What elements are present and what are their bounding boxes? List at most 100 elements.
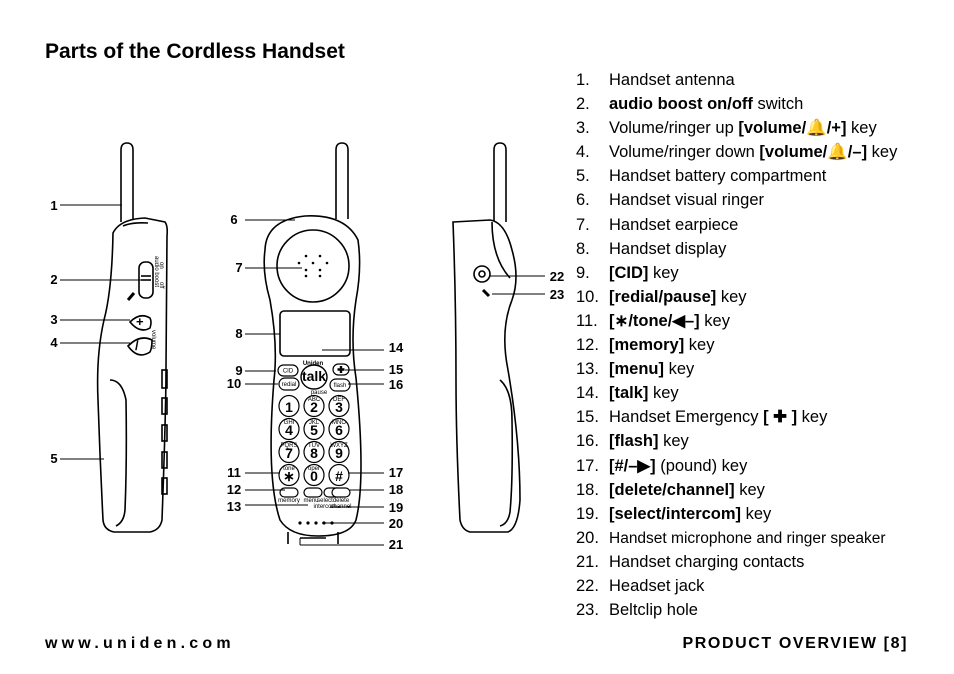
earpiece-hole xyxy=(318,254,322,258)
select-label: select xyxy=(317,498,333,504)
part-number: 4. xyxy=(576,143,590,162)
callout-2: 2 xyxy=(50,272,57,287)
part-text: Handset charging contacts xyxy=(609,552,805,571)
star-key: ∗tone xyxy=(278,463,300,487)
volume-down-key xyxy=(126,337,153,356)
part-number: 5. xyxy=(576,167,590,186)
delete-label: delete xyxy=(333,498,350,504)
callout-16: 16 xyxy=(389,377,403,392)
callout-13: 13 xyxy=(227,499,241,514)
headset-jack xyxy=(473,265,491,283)
microphone-hole xyxy=(298,521,302,525)
part-text: Handset display xyxy=(609,239,727,258)
part-text: [redial/pause] xyxy=(609,287,717,306)
svg-text:/: / xyxy=(135,338,139,353)
part-number: 1. xyxy=(576,71,590,89)
callout-7: 7 xyxy=(235,260,242,275)
audio-boost-label: audio boost xyxy=(153,256,159,287)
part-number: 12. xyxy=(576,336,599,355)
callout-10: 10 xyxy=(227,376,241,391)
callout-12: 12 xyxy=(227,482,241,497)
part-item: 10. [redial/pause] key xyxy=(576,285,897,309)
part-text: [talk] xyxy=(609,384,649,403)
part-text: (pound) key xyxy=(655,456,748,475)
part-number: 2. xyxy=(576,95,590,114)
callout-22: 22 xyxy=(550,269,564,284)
part-number: 17. xyxy=(576,456,599,475)
earpiece-hole xyxy=(318,268,322,272)
callout-19: 19 xyxy=(389,500,403,515)
part-text: Handset antenna xyxy=(609,71,735,89)
callout-4: 4 xyxy=(50,335,58,350)
memory-key xyxy=(279,487,299,498)
part-item: 8. Handset display xyxy=(576,237,897,261)
key-letters: ABC xyxy=(308,397,321,403)
key-letters: GHI xyxy=(284,420,295,426)
part-text: Handset earpiece xyxy=(609,215,739,234)
redial-key-label: redial xyxy=(282,382,297,388)
part-text: Handset Emergency xyxy=(609,408,764,427)
key-digit: 8 xyxy=(310,445,318,461)
pause-label: pause xyxy=(311,390,328,396)
part-text: [select/intercom] xyxy=(609,504,742,523)
svg-text:off: off xyxy=(158,282,164,289)
part-item: 20.Handset microphone and ringer speaker xyxy=(576,526,897,550)
delete-key xyxy=(331,487,351,498)
part-text: key xyxy=(648,384,679,403)
cid-key-label: CID xyxy=(283,369,294,375)
part-number: 10. xyxy=(576,287,599,306)
redial-key: redial xyxy=(278,377,300,391)
brand-label: Uniden xyxy=(303,361,324,367)
callout-leader-lines xyxy=(60,204,545,546)
part-number: 8. xyxy=(576,239,590,258)
callout-5: 5 xyxy=(50,451,57,466)
memory-label: memory xyxy=(278,498,300,504)
part-item: 3.Volume/ringer up [volume/🔔/+] key xyxy=(576,116,897,140)
part-item: 14. [talk] key xyxy=(576,381,897,405)
part-text: key xyxy=(734,480,765,499)
part-text: Volume/ringer down xyxy=(609,143,760,162)
svg-text:on: on xyxy=(158,262,164,269)
section-label: PRODUCT OVERVIEW [8] xyxy=(682,635,908,652)
part-item: 11.[∗/tone/◀–] key xyxy=(576,309,897,333)
handset-display xyxy=(279,310,351,357)
star-key-symbol: ∗ xyxy=(283,468,295,484)
callout-8: 8 xyxy=(235,326,242,341)
part-number: 7. xyxy=(576,215,590,234)
part-item: 21.Handset charging contacts xyxy=(576,550,897,574)
part-text: audio boost on/off xyxy=(609,95,753,114)
cid-key: CID xyxy=(277,364,299,377)
key-letters: PQRS xyxy=(280,443,297,449)
earpiece-hole xyxy=(304,268,308,272)
earpiece-hole xyxy=(304,254,308,258)
earpiece-hole xyxy=(325,261,329,265)
callout-15: 15 xyxy=(389,362,403,377)
callout-1: 1 xyxy=(50,198,57,213)
earpiece-hole xyxy=(311,261,315,265)
part-text: [CID] xyxy=(609,263,649,282)
key-letters: MNO xyxy=(332,420,346,426)
keypad-key-1: 1 xyxy=(278,394,300,418)
earpiece-hole xyxy=(304,274,308,278)
key-letters: WXYZ xyxy=(330,443,348,449)
part-text: key xyxy=(716,287,747,306)
part-number: 11. xyxy=(576,311,598,330)
callout-3: 3 xyxy=(50,312,57,327)
part-text: key xyxy=(867,143,898,162)
part-item: 18.[delete/channel] key xyxy=(576,478,897,502)
part-text: [ ✚ ] xyxy=(763,408,798,427)
part-item: 5.Handset battery compartment xyxy=(576,164,897,188)
callout-14: 14 xyxy=(389,340,404,355)
part-number: 14. xyxy=(576,384,599,403)
beltclip-hole xyxy=(481,288,491,298)
